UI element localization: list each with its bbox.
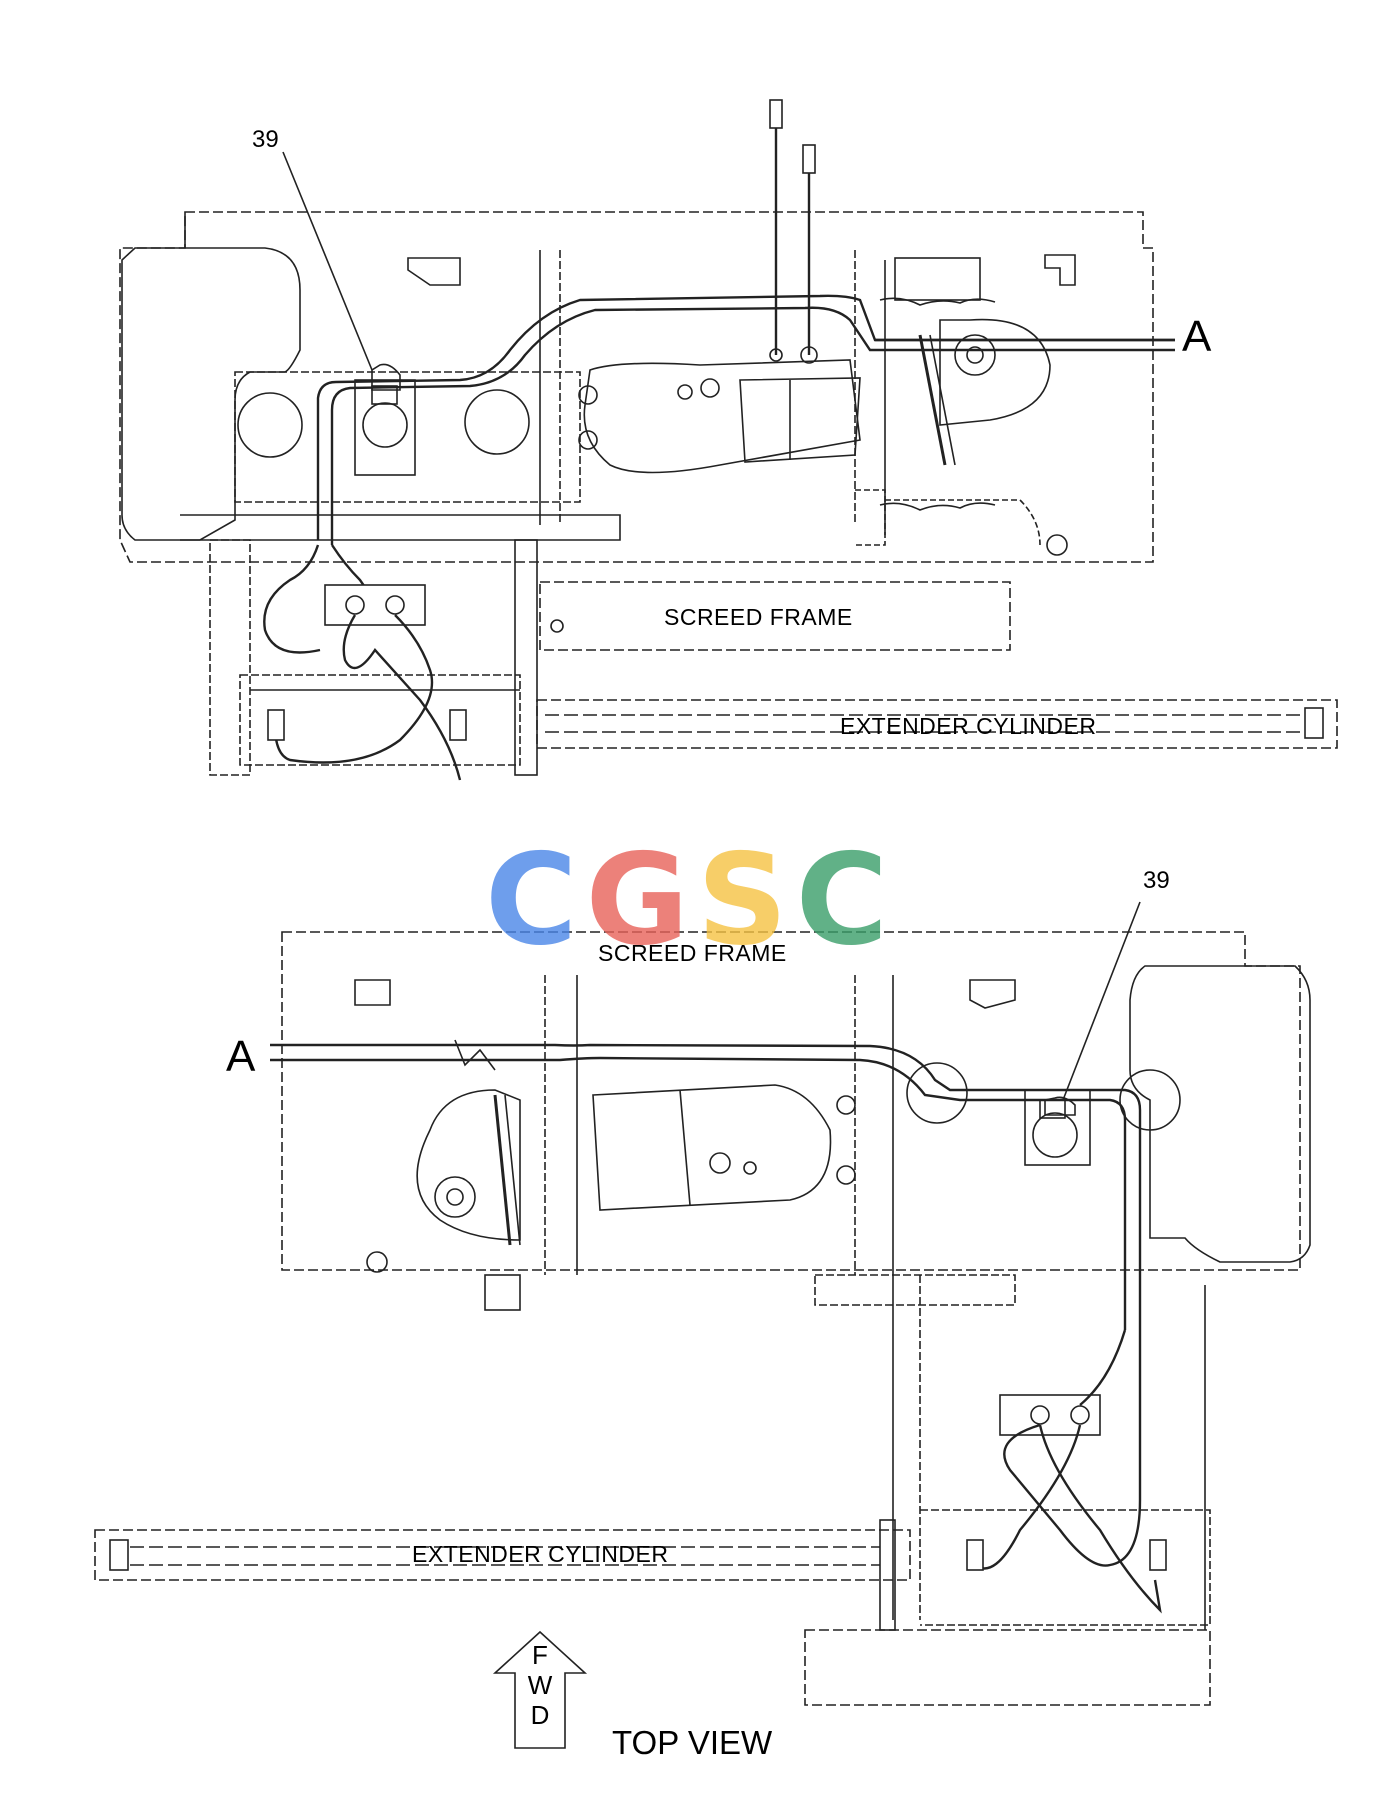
cgsc-watermark: CGSC (485, 826, 896, 973)
extender-cylinder-label-bottom: EXTENDER CYLINDER (412, 1541, 669, 1567)
fwd-label: F W D (525, 1640, 555, 1730)
screed-frame-label-top: SCREED FRAME (664, 604, 853, 630)
fwd-arrow (492, 1630, 588, 1749)
watermark-letter-1: C (485, 826, 586, 973)
fwd-letter-d: D (530, 1700, 550, 1730)
fwd-letter-w: W (527, 1670, 553, 1700)
watermark-letter-2: G (585, 826, 697, 973)
callout-39-top: 39 (252, 126, 279, 153)
upper-assembly (119, 99, 1338, 781)
ref-a-bottom: A (226, 1032, 256, 1081)
extender-cylinder-label-top: EXTENDER CYLINDER (840, 713, 1097, 739)
watermark-letter-3: S (696, 826, 796, 973)
fwd-letter-f: F (532, 1640, 548, 1670)
callout-39-bottom: 39 (1143, 867, 1170, 894)
view-title: TOP VIEW (612, 1724, 773, 1761)
watermark-letter-4: C (795, 826, 897, 973)
screed-frame-label-bottom: SCREED FRAME (598, 940, 787, 966)
lower-assembly (94, 901, 1311, 1706)
ref-a-top: A (1182, 312, 1212, 361)
